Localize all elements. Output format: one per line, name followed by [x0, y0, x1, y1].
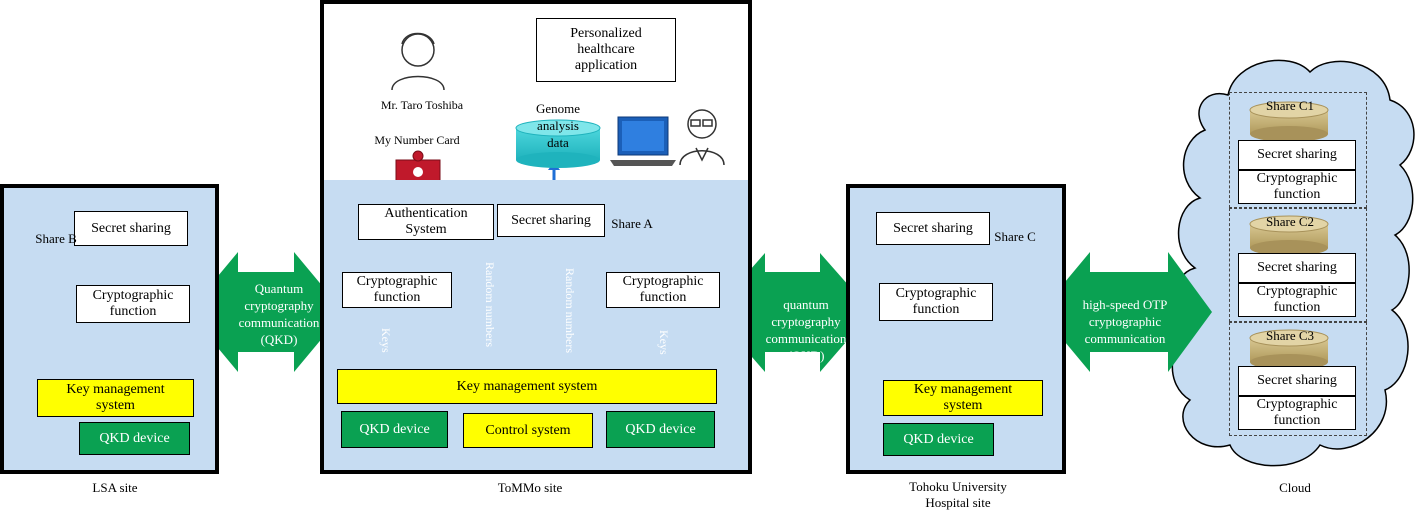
tohoku-site-label: Tohoku University Hospital site [909, 479, 1007, 510]
cloud-c1-secret-sharing: Secret sharing [1238, 140, 1356, 170]
person-icon [391, 32, 445, 91]
random-numbers-label-1: Random numbers [483, 262, 497, 347]
healthcare-app: Personalized healthcare application [536, 18, 676, 82]
otp-link-arrow [1040, 252, 1212, 372]
lsa-secret-sharing: Secret sharing [74, 211, 188, 246]
control-system: Control system [463, 413, 593, 448]
tommo-key-management: Key management system [337, 369, 717, 404]
cloud-label: Cloud [1279, 480, 1311, 495]
lsa-key-management: Key management system [37, 379, 194, 417]
cloud-c3-crypto: Cryptographic function [1238, 396, 1356, 430]
cloud-share-c1-label: Share C1 [1265, 98, 1315, 113]
cloud-cluster-c2 [1229, 208, 1367, 322]
cloud-share-c2-label: Share C2 [1265, 214, 1315, 229]
cloud-share-c3-label: Share C3 [1265, 328, 1315, 343]
lsa-site-frame [0, 184, 219, 474]
genome-database-icon [515, 119, 601, 168]
tohoku-qkd-device: QKD device [883, 423, 994, 456]
cloud-c2-crypto: Cryptographic function [1238, 283, 1356, 317]
cloud-cluster-c1 [1229, 92, 1367, 208]
lsa-share-label: Share B [35, 231, 77, 246]
cloud-cluster-c3 [1229, 322, 1367, 436]
share-c1-cylinder [1249, 101, 1329, 142]
cloud-c3-secret-sharing: Secret sharing [1238, 366, 1356, 396]
qkd-link-arrow-left [188, 252, 344, 372]
otp-link-label: high-speed OTP cryptographic communicati… [1082, 297, 1168, 346]
tohoku-share-label: Share C [994, 229, 1036, 244]
tohoku-secret-sharing: Secret sharing [876, 212, 990, 245]
person-name: Mr. Taro Toshiba [380, 98, 464, 112]
tohoku-key-management: Key management system [883, 380, 1043, 416]
keys-label-right: Keys [657, 330, 671, 355]
authentication-system: Authentication System [358, 204, 494, 240]
tommo-qkd-right: QKD device [606, 411, 715, 448]
doctor-icon [679, 109, 725, 166]
my-number-card-label: My Number Card [374, 133, 460, 147]
lsa-crypto-function: Cryptographic function [76, 285, 190, 323]
tommo-crypto-right: Cryptographic function [606, 272, 720, 308]
genome-data-label: Genome analysis data [535, 101, 581, 150]
qkd-link-label-1: Quantum cryptography communication (QKD) [238, 281, 320, 347]
qkd-link-label-2: quantum cryptography communication (QKD) [765, 297, 847, 363]
cloud-c2-secret-sharing: Secret sharing [1238, 253, 1356, 283]
lsa-site-label: LSA site [92, 480, 138, 495]
tohoku-site-frame [846, 184, 1066, 474]
share-c2-cylinder [1249, 215, 1329, 256]
random-numbers-label-2: Random numbers [563, 268, 577, 353]
laptop-icon [610, 116, 676, 166]
qkd-link-arrow-right [713, 253, 872, 372]
tohoku-crypto-function: Cryptographic function [879, 283, 993, 321]
tommo-secret-sharing: Secret sharing [497, 204, 605, 237]
keys-label-left: Keys [379, 328, 393, 353]
tommo-share-label: Share A [611, 216, 653, 231]
tommo-crypto-left: Cryptographic function [342, 272, 452, 308]
tommo-qkd-left: QKD device [341, 411, 448, 448]
tommo-site-frame [320, 0, 752, 474]
lsa-qkd-device: QKD device [79, 422, 190, 455]
cloud-c1-crypto: Cryptographic function [1238, 170, 1356, 204]
tommo-site-label: ToMMo site [497, 480, 563, 495]
